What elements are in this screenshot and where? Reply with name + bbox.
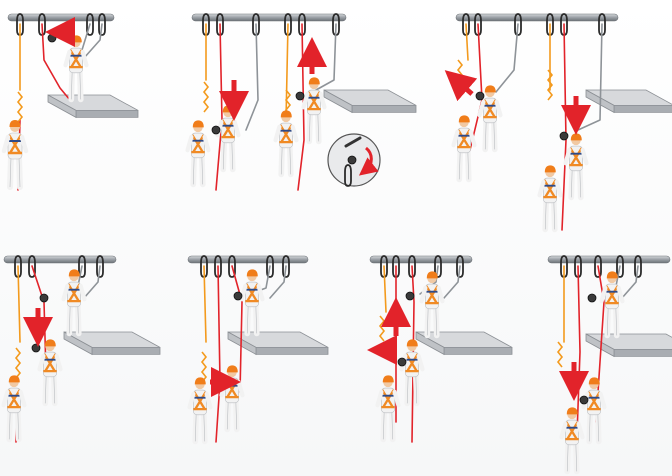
descender-device-icon: [476, 92, 484, 100]
leg: [485, 121, 495, 149]
helmet: [247, 269, 258, 276]
leg: [247, 305, 257, 334]
worker-rescuer: [566, 133, 587, 197]
descender-device-icon: [212, 372, 220, 380]
rope-red: [562, 24, 566, 230]
descender-device-icon: [48, 34, 56, 42]
helmet: [383, 375, 394, 382]
platform-edge: [352, 105, 416, 112]
descender-device-icon: [32, 344, 40, 352]
helmet: [45, 339, 56, 346]
descender-device-icon: [560, 132, 568, 140]
leg: [607, 307, 617, 336]
worker-rescuer: [584, 377, 605, 441]
worker-rescuer: [222, 365, 243, 429]
panel-4: [4, 256, 160, 442]
helmet: [309, 77, 320, 84]
leg: [223, 141, 233, 170]
detail-inset: [328, 134, 380, 186]
platform-edge: [614, 105, 672, 112]
helmet: [193, 120, 204, 127]
leg: [9, 411, 19, 440]
leg: [427, 307, 437, 336]
leg: [10, 157, 20, 187]
leg: [227, 401, 237, 430]
leg: [459, 151, 469, 180]
leg: [45, 375, 55, 404]
descender-device-icon: [348, 156, 356, 164]
worker-victim: [276, 110, 297, 174]
leg: [567, 443, 577, 472]
leg: [589, 413, 599, 442]
worker-rescuer: [242, 269, 263, 333]
rope-orange: [466, 24, 468, 60]
helmet: [571, 133, 582, 140]
helmet: [227, 365, 238, 372]
helmet: [567, 407, 578, 414]
descender-device-icon: [234, 292, 242, 300]
platform-edge: [444, 347, 512, 354]
worker-rescuer: [64, 269, 85, 333]
leg: [195, 413, 205, 442]
descender-device-icon: [588, 294, 596, 302]
helmet: [407, 339, 418, 346]
helmet: [459, 115, 470, 122]
descender-device-icon: [40, 294, 48, 302]
worker-rescuer: [40, 339, 61, 403]
leg: [309, 113, 319, 141]
rail-bar: [192, 14, 346, 21]
leg: [193, 156, 203, 185]
panel-1: [4, 14, 138, 190]
leg: [281, 146, 291, 175]
rope-grey: [578, 24, 602, 130]
rope-orange: [384, 266, 386, 312]
panel-6: [370, 256, 512, 442]
platform-edge: [76, 110, 138, 117]
worker-rescuer: [422, 271, 443, 335]
rope-coil: [18, 92, 22, 122]
platform-edge: [614, 349, 672, 356]
direction-arrow-icon: [456, 80, 472, 94]
worker-victim: [190, 377, 211, 441]
leg: [571, 169, 581, 198]
leg: [69, 305, 79, 334]
helmet: [545, 165, 556, 172]
descender-device-icon: [296, 92, 304, 100]
rope-grey: [246, 24, 258, 130]
rope-coil: [204, 82, 208, 112]
worker-victim: [188, 120, 209, 184]
panel-2: [188, 14, 416, 190]
panel-5: [188, 256, 328, 442]
descender-device-icon: [406, 292, 414, 300]
rope-grey: [496, 24, 518, 92]
panel-3: [454, 14, 672, 230]
worker-victim: [4, 375, 25, 439]
descender-device-icon: [212, 126, 220, 134]
leg: [383, 411, 393, 440]
worker-victim: [4, 120, 26, 187]
rope-coil: [202, 352, 206, 382]
rope-coil: [16, 348, 20, 378]
leg: [545, 201, 555, 230]
rail-bar: [8, 14, 114, 21]
platform-edge: [92, 347, 160, 354]
worker-victim: [562, 407, 583, 471]
helmet: [71, 35, 82, 42]
rope-red: [216, 266, 220, 442]
rope-orange: [286, 24, 288, 120]
rope-coil: [558, 342, 562, 367]
worker-victim: [540, 165, 561, 229]
helmet: [281, 110, 292, 117]
descender-device-icon: [398, 358, 406, 366]
helmet: [485, 85, 496, 92]
helmet: [223, 105, 234, 112]
platform-edge: [256, 347, 328, 354]
descender-device-icon: [580, 396, 588, 404]
helmet: [427, 271, 438, 278]
panel-7: [548, 256, 672, 471]
rope-coil: [380, 316, 384, 341]
